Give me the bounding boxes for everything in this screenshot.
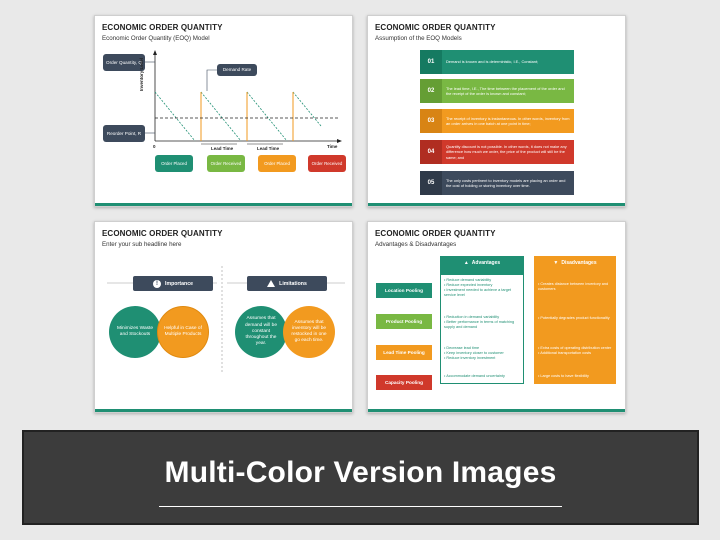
dis-cell-1: Creates distance between inventory and c…	[538, 282, 614, 292]
slide-title: ECONOMIC ORDER QUANTITY	[375, 229, 496, 238]
importance-circle-right: Helpful in Case of Multiple Products	[157, 306, 209, 358]
assumption-text: The receipt of inventory is instantaneou…	[442, 109, 574, 133]
section-divider	[107, 266, 345, 372]
slide-eoq-model[interactable]: ECONOMIC ORDER QUANTITY Economic Order Q…	[94, 15, 353, 207]
limitations-circle-right: Assumes that inventory will be restocked…	[283, 306, 335, 358]
assumption-number: 02	[420, 79, 442, 103]
x-axis-label: Time	[327, 144, 338, 149]
slide-title: ECONOMIC ORDER QUANTITY	[102, 23, 223, 32]
slide-title: ECONOMIC ORDER QUANTITY	[102, 229, 223, 238]
adv-cell-3: Decrease lead timeKeep inventory closer …	[444, 346, 522, 361]
limitations-circle-left: Assumes that demand will be constant thr…	[235, 306, 287, 358]
slide-subtitle: Economic Order Quantity (EOQ) Model	[102, 35, 210, 42]
eoq-sawtooth-diagram	[145, 50, 342, 145]
lead-time-label-1: Lead Time	[211, 146, 234, 151]
x-axis-zero: 0	[153, 144, 156, 149]
slide-footer-bar	[95, 203, 352, 206]
pool-product: Product Pooling	[376, 314, 432, 329]
assumption-text: The lead time, I.E., The time between th…	[442, 79, 574, 103]
banner-underline	[159, 506, 562, 507]
limitations-label: Limitations	[279, 280, 307, 287]
disadvantages-header: ▼ Disadvantages	[534, 256, 616, 270]
slide-title: ECONOMIC ORDER QUANTITY	[375, 23, 496, 32]
assumption-row-5: 05 The only costs pertinent to inventory…	[420, 171, 574, 195]
adv-cell-2: Reduction in demand variabilityBetter pe…	[444, 315, 522, 330]
pool-lead-time: Lead Time Pooling	[376, 345, 432, 360]
assumption-row-1: 01 Demand is known and is deterministic,…	[420, 50, 574, 74]
assumption-number: 04	[420, 140, 442, 164]
assumption-number: 03	[420, 109, 442, 133]
thumbs-down-icon: ▼	[553, 260, 559, 266]
banner-title: Multi-Color Version Images	[164, 456, 557, 489]
slide-footer-bar	[368, 409, 625, 412]
order-placed-box-1: Order Placed	[155, 155, 193, 172]
slide-advantages-disadvantages[interactable]: ECONOMIC ORDER QUANTITY Advantages & Dis…	[367, 221, 626, 413]
slide-footer-bar	[95, 409, 352, 412]
adv-cell-4: Accommodate demand uncertainty	[444, 374, 522, 379]
slide-subtitle: Advantages & Disadvantages	[375, 241, 457, 248]
assumption-number: 05	[420, 171, 442, 195]
disadvantages-body	[534, 274, 616, 384]
slide-subtitle: Enter your sub headline here	[102, 241, 182, 248]
lead-time-label-2: Lead Time	[257, 146, 280, 151]
advantages-header: ▲ Advantages	[440, 256, 524, 270]
thumbs-up-icon: ▲	[463, 260, 469, 266]
assumption-number: 01	[420, 50, 442, 74]
slide-subtitle: Assumption of the EOQ Models	[375, 35, 462, 42]
assumption-text: Quantity discount is not possible. In ot…	[442, 140, 574, 164]
slide-footer-bar	[368, 203, 625, 206]
disadvantages-label: Disadvantages	[561, 260, 597, 266]
y-axis-label: Inventory Level	[139, 57, 144, 91]
slide-eoq-assumptions[interactable]: ECONOMIC ORDER QUANTITY Assumption of th…	[367, 15, 626, 207]
demand-rate-tag: Demand Rate	[217, 64, 257, 76]
info-icon: !	[153, 279, 162, 288]
limitations-header: Limitations	[247, 276, 327, 291]
dis-cell-4: Large costs to have flexibility	[538, 374, 614, 379]
assumption-row-4: 04 Quantity discount is not possible. In…	[420, 140, 574, 164]
adv-cell-1: Reduce demand variabilityReduce expected…	[444, 278, 522, 299]
importance-label: Importance	[165, 280, 193, 287]
banner: Multi-Color Version Images	[22, 430, 699, 525]
pool-capacity: Capacity Pooling	[376, 375, 432, 390]
slide-importance-limitations[interactable]: ECONOMIC ORDER QUANTITY Enter your sub h…	[94, 221, 353, 413]
order-received-box-1: Order Received	[207, 155, 245, 172]
pool-location: Location Pooling	[376, 283, 432, 298]
order-placed-box-2: Order Placed	[258, 155, 296, 172]
assumption-text: Demand is known and is deterministic, I.…	[442, 50, 574, 74]
dis-cell-3: Extra costs of operating distribution ce…	[538, 346, 614, 356]
importance-circle-left: Minimizes Waste and Stockouts	[109, 306, 161, 358]
assumption-text: The only costs pertinent to inventory mo…	[442, 171, 574, 195]
order-quantity-tag: Order Quantity, Q	[103, 54, 145, 71]
assumption-row-2: 02 The lead time, I.E., The time between…	[420, 79, 574, 103]
dis-cell-2: Potentially degrades product functionali…	[538, 316, 614, 321]
reorder-point-tag: Reorder Point, R	[103, 125, 145, 142]
advantages-label: Advantages	[471, 260, 501, 266]
assumption-row-3: 03 The receipt of inventory is instantan…	[420, 109, 574, 133]
warning-icon	[267, 280, 276, 287]
order-received-box-2: Order Received	[308, 155, 346, 172]
importance-header: ! Importance	[133, 276, 213, 291]
